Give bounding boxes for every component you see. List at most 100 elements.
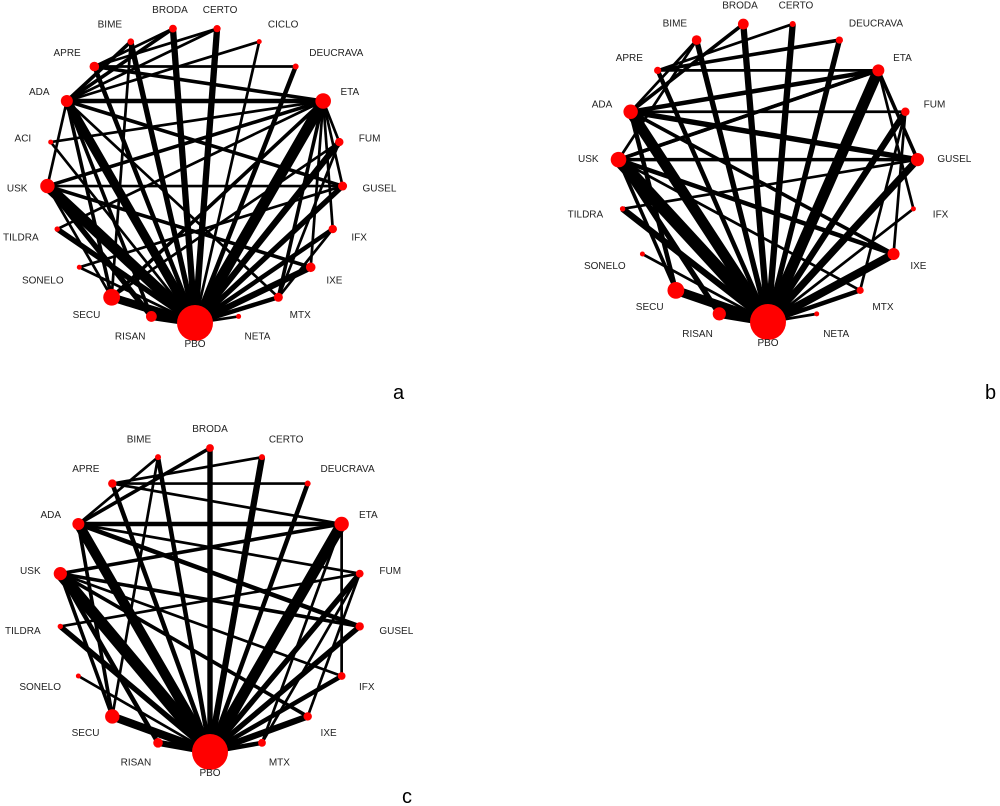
edge-pbo-bime (693, 39, 771, 323)
node-mtx (258, 738, 266, 747)
node-pbo (750, 304, 786, 340)
node-deucrava (304, 480, 311, 487)
node-label-tildra: TILDRA (5, 626, 41, 637)
node-label-pbo: PBO (184, 339, 205, 350)
edge-pbo-eta (205, 521, 347, 755)
node-risan (145, 311, 157, 322)
node-secu (667, 281, 685, 299)
node-label-ixe: IXE (910, 261, 926, 272)
node-deucrava (292, 63, 299, 70)
node-label-secu: SECU (636, 302, 664, 313)
node-label-apre: APRE (616, 53, 644, 64)
edge-tildra-eta (56, 99, 324, 231)
node-label-ifx: IFX (359, 682, 375, 693)
node-secu (105, 709, 120, 724)
node-label-mtx: MTX (872, 302, 893, 313)
node-label-eta: ETA (893, 53, 912, 64)
node-fum (355, 569, 364, 578)
edge-broda-ada (65, 27, 174, 103)
node-deucrava (835, 36, 843, 44)
edge-pbo-fum (765, 110, 909, 324)
edge-fum-mtx (260, 572, 361, 744)
edges-a (43, 27, 345, 327)
edge-ixe-usk (59, 572, 309, 718)
edge-fum-ixe (892, 111, 907, 255)
edge-bime-usk (617, 39, 698, 161)
node-label-eta: ETA (340, 87, 359, 98)
edge-risan-usk (616, 158, 722, 316)
node-label-risan: RISAN (121, 758, 152, 769)
node-sonelo (639, 251, 645, 257)
node-fum (335, 137, 344, 147)
edge-pbo-usk (55, 569, 215, 756)
node-tildra (619, 206, 626, 212)
node-pbo (192, 734, 228, 770)
edge-pbo-ada (74, 521, 215, 755)
edge-pbo-certo (191, 28, 221, 324)
node-mtx (856, 286, 864, 294)
edge-ixe-usk (46, 184, 312, 269)
node-label-risan: RISAN (682, 329, 713, 340)
node-ifx (328, 224, 337, 234)
node-eta (315, 93, 331, 109)
edge-pbo-ifx (193, 227, 335, 325)
edge-ada-mtx (65, 100, 280, 299)
node-secu (103, 288, 121, 306)
node-mtx (273, 292, 283, 302)
node-label-pbo: PBO (757, 338, 778, 349)
node-label-broda: BRODA (152, 5, 188, 16)
node-aci (48, 139, 54, 145)
node-label-usk: USK (578, 154, 599, 165)
node-label-certo: CERTO (203, 5, 238, 16)
node-label-eta: ETA (359, 510, 378, 521)
edge-bime-secu (110, 41, 133, 298)
edge-certo-ada (66, 27, 218, 103)
edge-fum-ada (78, 522, 360, 575)
nodes-a: CERTOCICLODEUCRAVAETAFUMGUSELIFXIXEMTXNE… (3, 5, 397, 350)
node-fum (901, 107, 910, 116)
node-eta (334, 516, 349, 532)
node-ixe (305, 262, 316, 273)
node-apre (654, 66, 662, 75)
node-label-secu: SECU (73, 310, 101, 321)
node-label-bime: BIME (127, 434, 152, 445)
node-neta (814, 311, 820, 317)
node-label-neta: NETA (245, 332, 271, 343)
node-label-broda: BRODA (192, 424, 228, 435)
edge-pbo-deucrava (207, 482, 310, 753)
panel-letter-c: c (402, 786, 412, 806)
node-ada (623, 104, 638, 119)
node-apre (108, 479, 117, 488)
edge-usk-secu (46, 185, 113, 298)
edge-eta-ifx (877, 70, 915, 210)
network-panel-b: CERTODEUCRAVAETAFUMGUSELIFXIXEMTXNETAPBO… (568, 0, 972, 349)
edge-usk-ifx (59, 572, 343, 678)
edge-secu-usk (616, 158, 678, 292)
node-pbo (177, 305, 213, 341)
node-label-mtx: MTX (269, 758, 290, 769)
node-usk (40, 178, 55, 194)
edge-bime-ada (629, 39, 698, 113)
node-tildra (57, 623, 64, 630)
edge-fum-mtx (858, 111, 907, 291)
node-risan (153, 738, 163, 748)
node-ciclo (256, 39, 262, 45)
node-label-neta: NETA (823, 329, 849, 340)
node-label-risan: RISAN (115, 332, 146, 343)
panel-letter-a: a (393, 382, 405, 404)
node-label-apre: APRE (72, 464, 100, 475)
node-label-ifx: IFX (351, 232, 367, 243)
node-label-aci: ACI (15, 134, 32, 145)
edge-risan-usk (45, 184, 154, 319)
edge-secu-usk (58, 572, 114, 718)
nodes-c: CERTODEUCRAVAETAFUMGUSELIFXIXEMTXPBORISA… (5, 424, 414, 779)
node-certo (213, 25, 221, 33)
edge-ifx-mtx (277, 228, 334, 299)
node-certo (258, 454, 265, 461)
node-ifx (337, 672, 346, 680)
node-eta (872, 64, 885, 77)
node-ada (60, 95, 73, 107)
node-sonelo (76, 264, 82, 270)
edge-fum-mtx (277, 141, 341, 298)
